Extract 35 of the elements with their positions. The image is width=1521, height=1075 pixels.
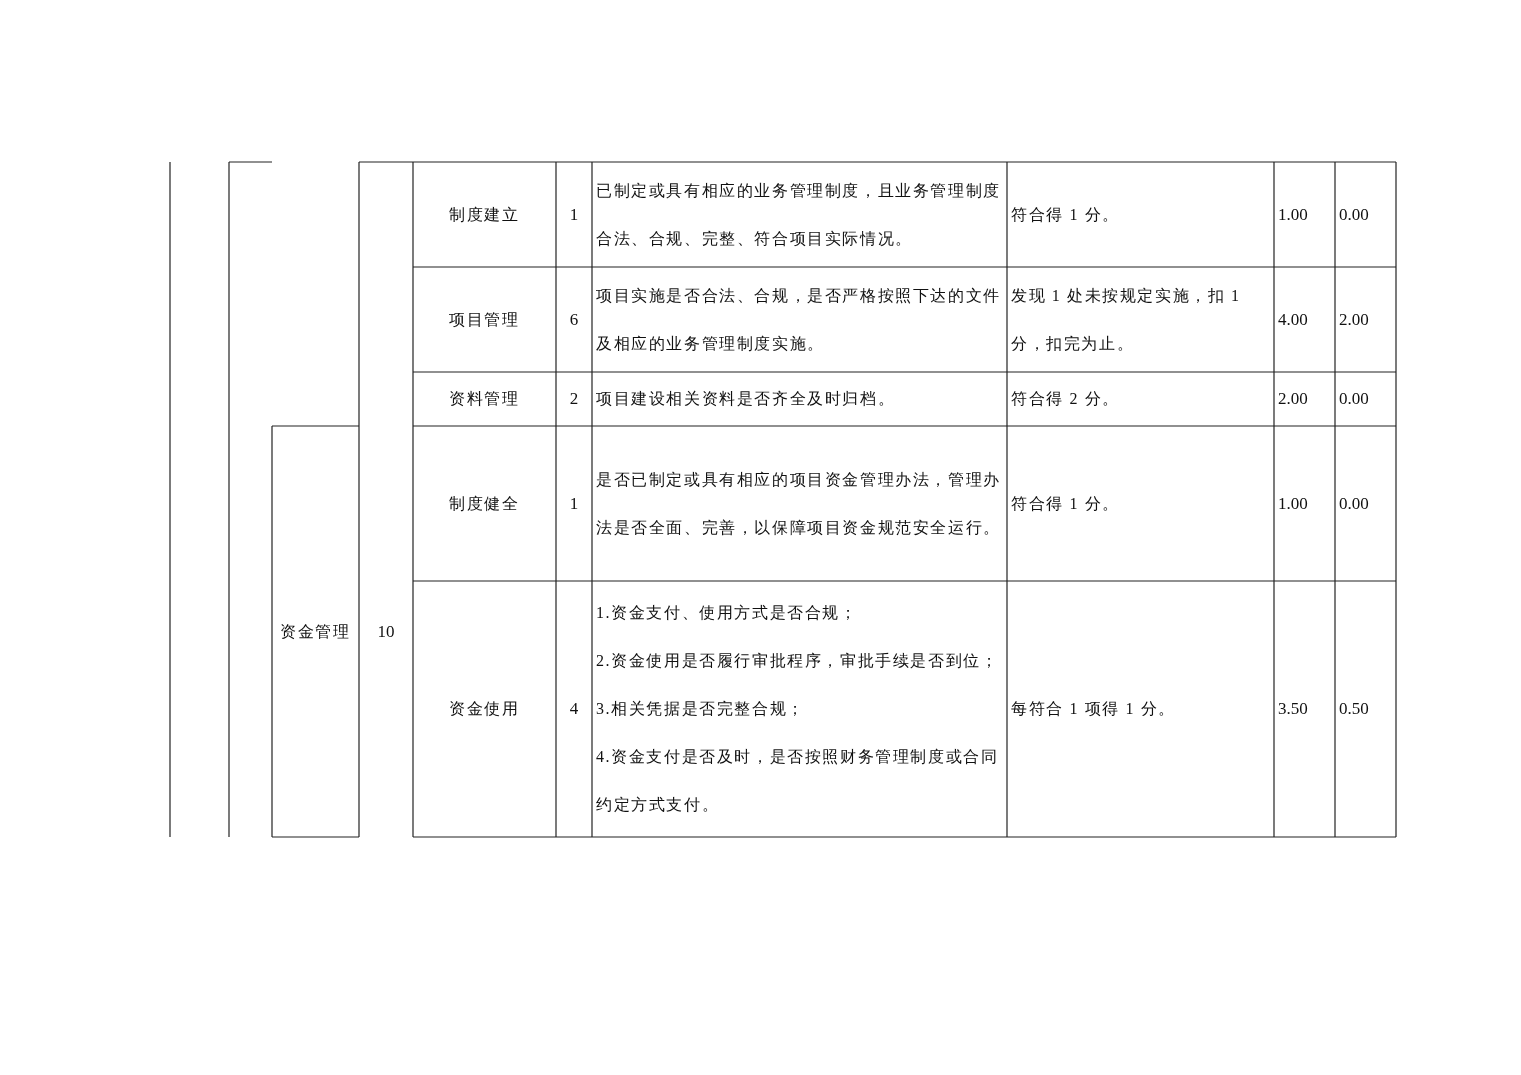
criterion-item: 1.资金支付、使用方式是否合规； (596, 603, 858, 623)
criterion-item: 3.相关凭据是否完整合规； (596, 699, 805, 719)
indicator-name: 项目管理 (449, 309, 520, 330)
criterion-text: 项目建设相关资料是否齐全及时归档。 (596, 389, 896, 409)
score-deducted: 0.00 (1339, 492, 1369, 515)
criterion-text: 项目实施是否合法、合规，是否严格按照下达的文件及相应的业务管理制度实施。 (596, 285, 1002, 354)
scoring-rule: 发现 1 处未按规定实施，扣 1 分，扣完为止。 (1011, 285, 1242, 354)
category-weight: 10 (377, 620, 395, 643)
criterion-text: 已制定或具有相应的业务管理制度，且业务管理制度合法、合规、完整、符合项目实际情况。 (596, 180, 1002, 249)
score-obtained: 2.00 (1278, 388, 1308, 410)
indicator-weight: 1 (569, 203, 579, 226)
category-name: 资金管理 (280, 621, 351, 642)
score-obtained: 1.00 (1278, 203, 1308, 226)
score-deducted: 0.00 (1339, 388, 1369, 410)
score-deducted: 2.00 (1339, 308, 1369, 331)
scoring-rule: 符合得 2 分。 (1011, 389, 1120, 409)
score-obtained: 1.00 (1278, 492, 1308, 515)
score-deducted: 0.00 (1339, 203, 1369, 226)
indicator-weight: 2 (569, 388, 579, 410)
indicator-weight: 1 (569, 492, 579, 515)
criterion-item: 2.资金使用是否履行审批程序，审批手续是否到位； (596, 651, 999, 671)
indicator-weight: 4 (569, 698, 579, 720)
scoring-rule: 符合得 1 分。 (1011, 493, 1120, 514)
criterion-item: 4.资金支付是否及时，是否按照财务管理制度或合同约定方式支付。 (596, 747, 1000, 815)
indicator-weight: 6 (569, 308, 579, 331)
score-deducted: 0.50 (1339, 698, 1369, 720)
criterion-text: 是否已制定或具有相应的项目资金管理办法，管理办法是否全面、完善，以保障项目资金规范安全运行。 (596, 469, 1002, 538)
score-obtained: 3.50 (1278, 698, 1308, 720)
scoring-rule: 每符合 1 项得 1 分。 (1011, 699, 1176, 719)
scoring-rule: 符合得 1 分。 (1011, 204, 1120, 225)
score-obtained: 4.00 (1278, 308, 1308, 331)
indicator-name: 制度健全 (449, 493, 520, 514)
indicator-name: 资料管理 (449, 389, 520, 409)
indicator-name: 资金使用 (449, 699, 520, 719)
indicator-name: 制度建立 (449, 204, 520, 225)
